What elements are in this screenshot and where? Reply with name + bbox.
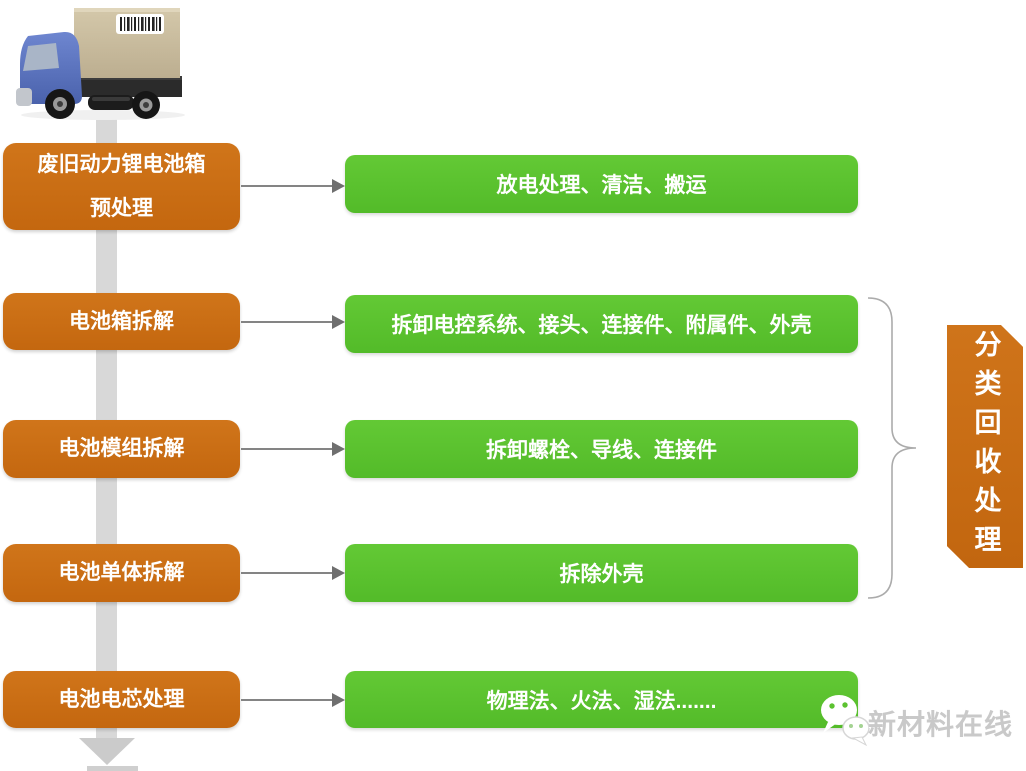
delivery-truck-icon (8, 2, 188, 127)
brand-watermark-text: 新材料在线 (868, 709, 1014, 740)
stage-box-pack-disassembly: 电池箱拆解 (3, 293, 240, 350)
process-flow-continuation (87, 766, 138, 771)
category-recycling-box: 分类回收处理 (947, 325, 1023, 568)
process-flow-arrowhead-icon (79, 738, 135, 765)
connector-arrow-icon (241, 566, 345, 580)
detail-box-discharge: 放电处理、清洁、搬运 (345, 155, 858, 213)
stage-box-pretreatment: 废旧动力锂电池箱 预处理 (3, 143, 240, 230)
stage-box-cell-disassembly: 电池单体拆解 (3, 544, 240, 602)
connector-arrow-icon (241, 179, 345, 193)
brace-icon (866, 296, 920, 605)
connector-arrow-icon (241, 315, 345, 329)
stage-box-module-disassembly: 电池模组拆解 (3, 420, 240, 478)
detail-box-pack-parts: 拆卸电控系统、接头、连接件、附属件、外壳 (345, 295, 858, 353)
connector-arrow-icon (241, 693, 345, 707)
detail-box-shell-removal: 拆除外壳 (345, 544, 858, 602)
connector-arrow-icon (241, 442, 345, 456)
stage-box-cell-processing: 电池电芯处理 (3, 671, 240, 728)
detail-box-module-parts: 拆卸螺栓、导线、连接件 (345, 420, 858, 478)
wechat-bubbles-icon (818, 690, 872, 751)
detail-box-cell-methods: 物理法、火法、湿法....... (345, 671, 858, 728)
category-recycling-label: 分类回收处理 (970, 329, 1001, 564)
